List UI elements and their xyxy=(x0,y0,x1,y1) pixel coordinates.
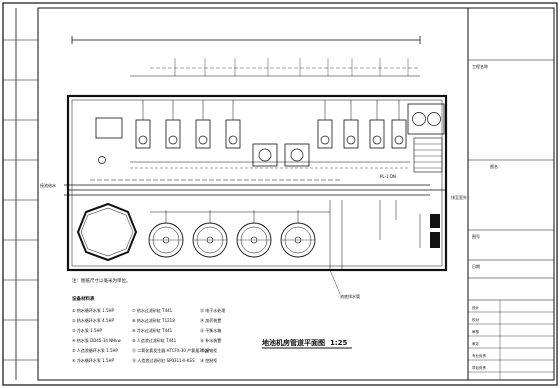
main-pipe-run xyxy=(64,179,430,196)
title-block-row: 审核 xyxy=(472,329,480,334)
right-outlet-label: 排至室外 xyxy=(451,194,467,200)
left-inlet-label: 接池给水 xyxy=(40,182,56,188)
legend-item: ⑦ 热水过滤砂缸 T441 xyxy=(132,307,173,313)
legend-item: ⑯ 补水装置 xyxy=(200,337,221,343)
dn-pipe-label: PL-1 DN xyxy=(380,174,396,179)
binding-strip xyxy=(3,8,38,380)
bottom-drain-label: 池底排水管 xyxy=(340,293,360,299)
pump-unit xyxy=(343,100,359,149)
filter-unit xyxy=(284,143,310,167)
sand-filter xyxy=(280,210,316,258)
balance-tank xyxy=(95,117,123,139)
legend-item: ⑨ 冷水过滤砂缸 T441 xyxy=(132,327,173,333)
octagonal-tank-inner xyxy=(80,207,134,257)
legend-item: ① 热水循环水泵 1.5HP xyxy=(72,307,114,313)
legend-item: ③ 冷水泵 1.5HP xyxy=(72,327,102,333)
title-block-drawing-name: 图名 xyxy=(490,163,498,169)
drawing-title: 地池机房管道平面图 xyxy=(262,338,325,347)
top-pipe-header xyxy=(71,36,421,77)
legend-item: ⑥ 冷水循环水泵 1.5HP xyxy=(72,357,114,363)
legend-title: 设备材料表 xyxy=(72,295,95,302)
pump-unit xyxy=(391,100,407,149)
octagonal-balance-tank xyxy=(76,202,138,262)
pump-unit xyxy=(165,100,181,149)
top-pipe-tags xyxy=(174,58,409,76)
legend-item: ⑩ 人造浪过滤砂缸 T441 xyxy=(132,337,177,343)
drawing-border xyxy=(37,7,469,381)
pump-unit xyxy=(369,100,385,149)
drawing-title-block: 地池机房管道平面图 1:25 xyxy=(262,338,352,349)
control-panel xyxy=(407,103,445,135)
filter-unit xyxy=(252,143,278,167)
title-block-drawing-no: 图号 xyxy=(472,233,480,239)
legend-item: ② 热水循环水泵 4.5HP xyxy=(72,317,114,323)
title-block: 工程名称 图名 图号 日期 设计 校对 审核 审定 专业负责 项目负责 xyxy=(467,7,555,381)
small-pump xyxy=(98,156,106,164)
title-block-row: 专业负责 xyxy=(472,353,486,358)
legend-item: ⑮ 平衡水箱 xyxy=(200,327,221,333)
legend-item: ⑬ 电子水处理 xyxy=(200,307,225,313)
sand-filter xyxy=(148,210,184,258)
equipment-room-walls xyxy=(66,94,448,272)
equipment-legend: 设备材料表 ① 热水循环水泵 1.5HP ② 热水循环水泵 4.5HP ③ 冷水… xyxy=(72,295,225,363)
staircase xyxy=(413,137,443,173)
risers xyxy=(329,200,397,270)
title-block-project: 工程名称 xyxy=(472,63,488,69)
pump-unit xyxy=(225,100,241,149)
title-block-row: 设计 xyxy=(472,305,480,310)
sand-filter xyxy=(192,210,228,258)
title-block-row: 项目负责 xyxy=(472,365,486,370)
legend-item: ⑤ 人造浪循环水泵 1.5HP xyxy=(72,347,118,353)
drawing-note: 注：图纸尺寸以毫米为单位。 xyxy=(72,277,131,284)
bottom-drain-leader xyxy=(329,269,341,295)
pump-unit xyxy=(135,100,151,149)
electrical-cabinets xyxy=(419,214,440,248)
legend-item: ⑫ 人造浪过滤砂缸 SP0311-II-KSS xyxy=(132,357,195,363)
legend-item: ④ 热水泵 DD45-34 NHkw xyxy=(72,337,121,343)
sand-filter xyxy=(236,210,272,258)
pump-unit xyxy=(317,100,333,149)
title-block-date: 日期 xyxy=(472,263,480,269)
legend-item: ⑱ 控制柜 xyxy=(200,357,217,363)
legend-item: ⑪ 二氧化氯发生器 HTCFX-30 产氯量30g/h xyxy=(132,347,211,353)
legend-item: ⑭ 加药装置 xyxy=(200,317,221,323)
drawing-scale: 1:25 xyxy=(330,339,348,347)
pump-filter-row xyxy=(130,100,410,169)
sand-filter-row xyxy=(148,210,330,258)
title-block-row: 审定 xyxy=(472,341,480,346)
pump-unit xyxy=(195,100,211,149)
title-block-row: 校对 xyxy=(472,317,480,322)
legend-item: ⑰ 配电柜 xyxy=(200,347,217,353)
legend-item: ⑧ 热水过滤砂缸 T1218 xyxy=(132,317,175,323)
